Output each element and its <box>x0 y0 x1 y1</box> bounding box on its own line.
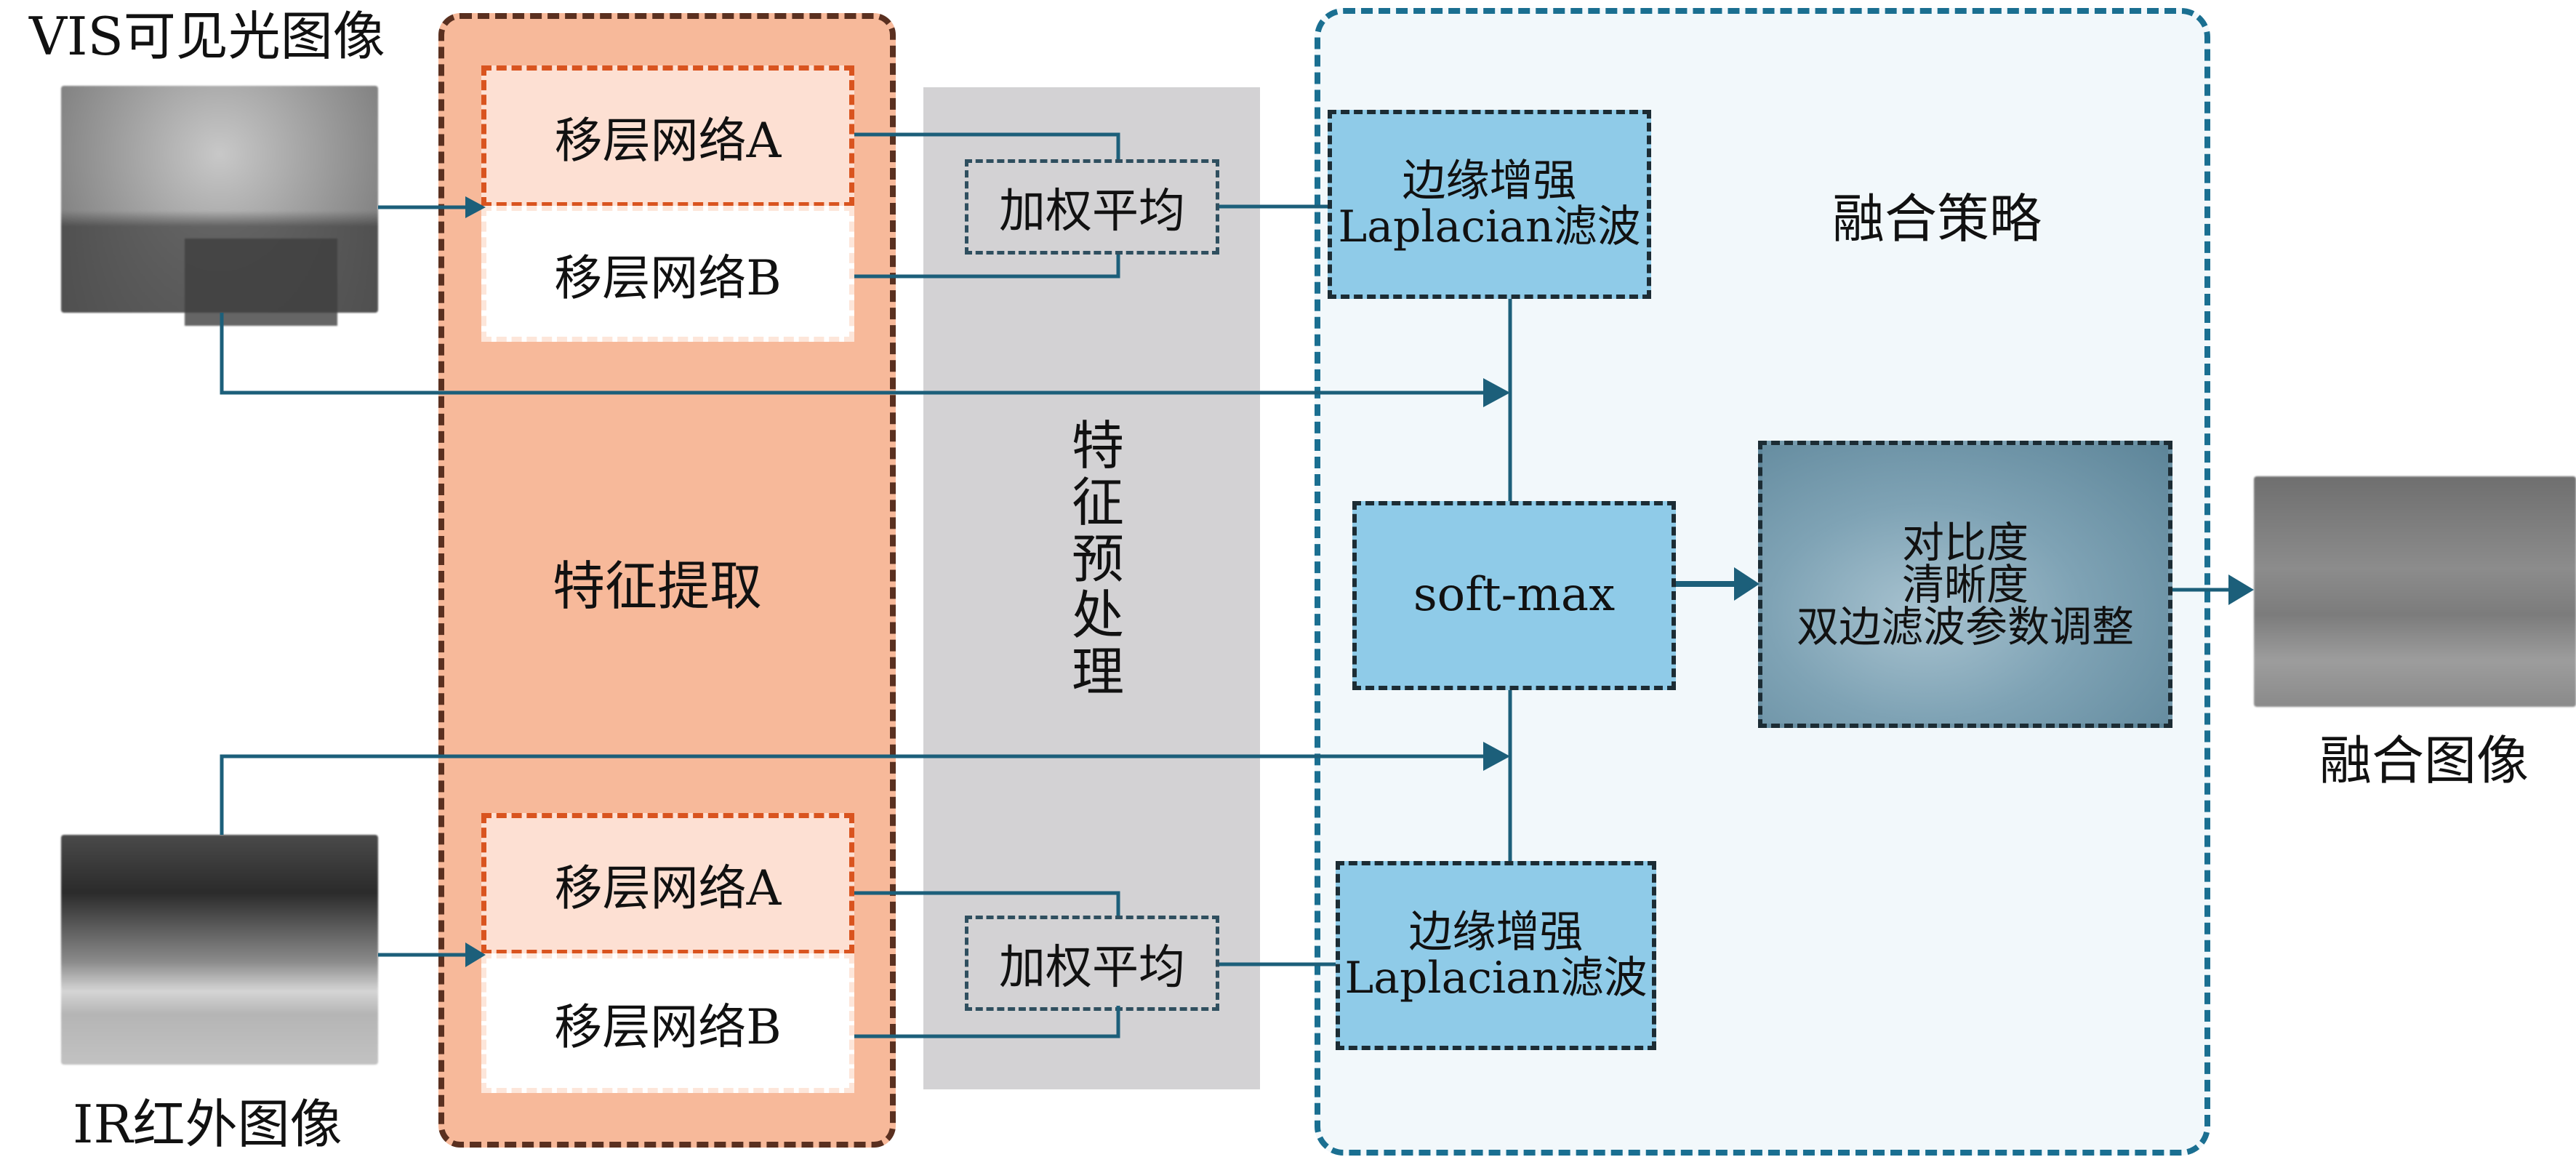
bottom-edge-enhancement-box: 边缘增强 Laplacian滤波 <box>1336 861 1656 1050</box>
top-weighted-average: 加权平均 <box>965 159 1219 255</box>
param-bilateral-filter: 双边滤波参数调整 <box>1796 601 2134 652</box>
top-edge-enhancement-box: 边缘增强 Laplacian滤波 <box>1328 110 1651 299</box>
top-weighted-average-label: 加权平均 <box>999 184 1185 239</box>
param-contrast: 对比度 <box>1901 517 2029 567</box>
ir-image-label: IR红外图像 <box>73 1094 342 1155</box>
bottom-weighted-average-label: 加权平均 <box>999 940 1185 995</box>
top-edge-line2: Laplacian滤波 <box>1338 201 1641 252</box>
param-clarity: 清晰度 <box>1901 559 2029 609</box>
parameter-adjustment-box: 对比度 清晰度 双边滤波参数调整 <box>1758 441 2172 728</box>
infrared-photo-icon <box>61 835 378 1065</box>
bottom-shift-network-a: 移层网络A <box>481 813 854 955</box>
top-shift-network-b: 移层网络B <box>481 206 854 342</box>
output-arrowhead <box>2228 575 2254 605</box>
fusion-strategy-title: 融合策略 <box>1832 188 2042 249</box>
feature-preprocessing-title: 特 征 预 处 理 <box>1071 415 1124 702</box>
top-net-a-label: 移层网络A <box>554 112 782 169</box>
bottom-shift-network-b: 移层网络B <box>481 953 854 1093</box>
bottom-edge-line1: 边缘增强 <box>1408 907 1584 958</box>
house-silhouette <box>185 239 337 326</box>
bottom-net-a-label: 移层网络A <box>554 860 782 916</box>
visible-light-photo-icon <box>61 86 378 326</box>
bottom-net-b-label: 移层网络B <box>554 999 782 1055</box>
feature-extraction-title: 特征提取 <box>553 556 763 617</box>
fused-image-label: 融合图像 <box>2319 730 2529 791</box>
top-edge-line1: 边缘增强 <box>1402 156 1577 207</box>
bottom-weighted-average: 加权平均 <box>965 916 1219 1011</box>
vis-image-label: VIS可见光图像 <box>29 6 385 67</box>
softmax-label: soft-max <box>1413 568 1616 622</box>
top-net-b-label: 移层网络B <box>554 249 782 306</box>
top-shift-network-a: 移层网络A <box>481 65 854 207</box>
bottom-edge-line2: Laplacian滤波 <box>1344 953 1648 1004</box>
softmax-box: soft-max <box>1352 501 1676 690</box>
fused-photo-icon <box>2254 476 2576 707</box>
